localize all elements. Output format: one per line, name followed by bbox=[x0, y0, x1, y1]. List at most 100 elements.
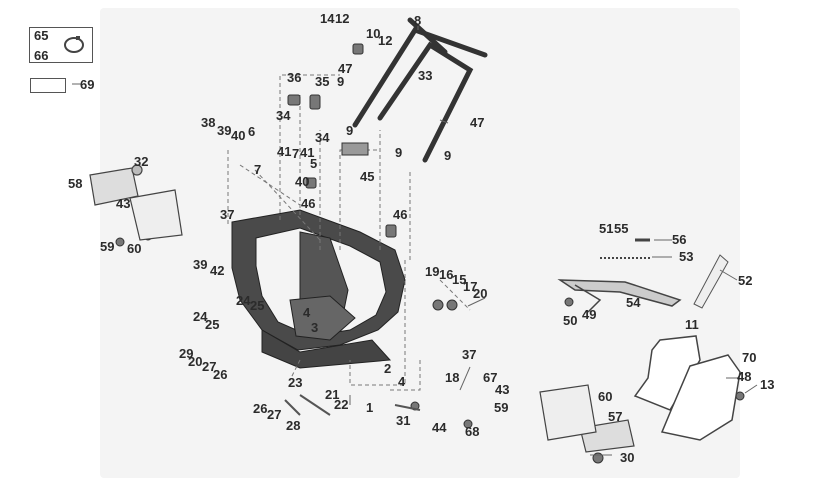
callout: 9 bbox=[337, 74, 345, 89]
callout: 28 bbox=[286, 418, 301, 433]
callout: 6 bbox=[248, 124, 256, 139]
callout: 9 bbox=[444, 148, 452, 163]
callout: 50 bbox=[563, 313, 578, 328]
callout: 46 bbox=[301, 196, 316, 211]
diagram-background bbox=[100, 8, 740, 478]
callout: 13 bbox=[760, 377, 775, 392]
callout: 42 bbox=[210, 263, 225, 278]
callout: 26 bbox=[213, 367, 228, 382]
clamp-icon bbox=[64, 36, 84, 53]
callout: 45 bbox=[360, 169, 375, 184]
bottom-bolts bbox=[284, 394, 421, 416]
callout: 14 bbox=[320, 11, 335, 26]
callout: 57 bbox=[608, 409, 623, 424]
callout: 12 bbox=[335, 11, 350, 26]
callout: 30 bbox=[620, 450, 635, 465]
callout: 25 bbox=[250, 298, 265, 313]
callout: 41 bbox=[277, 144, 292, 159]
rear-subframe-drawing bbox=[352, 17, 488, 163]
legend-callout-66: 66 bbox=[34, 48, 49, 63]
callout: 32 bbox=[134, 154, 149, 169]
callout: 51 bbox=[599, 221, 614, 236]
callout: 24 bbox=[193, 309, 208, 324]
callout: 43 bbox=[116, 196, 131, 211]
callout: 46 bbox=[393, 207, 408, 222]
legend-callout-69: 69 bbox=[80, 77, 95, 92]
callout: 38 bbox=[201, 115, 216, 130]
legend-box-clamp bbox=[29, 27, 93, 63]
callout: 58 bbox=[68, 176, 83, 191]
callout: 49 bbox=[582, 307, 597, 322]
callout: 7 bbox=[254, 162, 262, 177]
callout: 37 bbox=[462, 347, 477, 362]
callout: 39 bbox=[193, 257, 208, 272]
callout: 18 bbox=[445, 370, 460, 385]
callout: 68 bbox=[465, 424, 480, 439]
callout: 24 bbox=[236, 293, 251, 308]
callout: 43 bbox=[495, 382, 510, 397]
callout: 67 bbox=[483, 370, 498, 385]
callout: 35 bbox=[315, 74, 330, 89]
callout: 9 bbox=[395, 145, 403, 160]
callout: 17 bbox=[463, 279, 478, 294]
callout: 20 bbox=[473, 286, 488, 301]
side-stand-drawing bbox=[557, 238, 682, 313]
callout: 53 bbox=[679, 249, 694, 264]
callout: 3 bbox=[311, 320, 319, 335]
callout: 25 bbox=[205, 317, 220, 332]
side-panel-11-drawing bbox=[633, 335, 701, 411]
callout: 40 bbox=[231, 128, 246, 143]
callout: 4 bbox=[398, 374, 406, 389]
callout: 5 bbox=[310, 156, 318, 171]
callout: 27 bbox=[202, 359, 217, 374]
callout: 52 bbox=[738, 273, 753, 288]
callout: 10 bbox=[366, 26, 381, 41]
callout: 37 bbox=[220, 207, 235, 222]
callout: 16 bbox=[439, 267, 454, 282]
leader-lines bbox=[72, 26, 758, 456]
left-footpeg-drawing bbox=[89, 164, 183, 241]
callout: 47 bbox=[470, 115, 485, 130]
callout: 20 bbox=[188, 354, 203, 369]
legend-box-label bbox=[30, 78, 66, 93]
callout: 15 bbox=[452, 272, 467, 287]
strap-drawing bbox=[693, 254, 729, 309]
callout: 2 bbox=[384, 361, 392, 376]
callout: 54 bbox=[626, 295, 641, 310]
callout: 33 bbox=[418, 68, 433, 83]
callout: 22 bbox=[334, 397, 349, 412]
callout: 59 bbox=[100, 239, 115, 254]
callout: 47 bbox=[338, 61, 353, 76]
callout: 39 bbox=[217, 123, 232, 138]
callout: 7 bbox=[292, 146, 300, 161]
main-frame-drawing bbox=[231, 209, 406, 369]
right-footpeg-drawing bbox=[539, 384, 635, 453]
callout: 59 bbox=[494, 400, 509, 415]
callout: 70 bbox=[742, 350, 757, 365]
callout: 9 bbox=[346, 123, 354, 138]
callout: 1 bbox=[366, 400, 374, 415]
callout: 21 bbox=[325, 387, 340, 402]
callout: 19 bbox=[425, 264, 440, 279]
callout: 31 bbox=[396, 413, 411, 428]
callout: 34 bbox=[276, 108, 291, 123]
callout: 23 bbox=[288, 375, 303, 390]
callout: 56 bbox=[672, 232, 687, 247]
callout: 60 bbox=[598, 389, 613, 404]
callout: 26 bbox=[253, 401, 268, 416]
callout: 55 bbox=[614, 221, 629, 236]
callout: 34 bbox=[315, 130, 330, 145]
callout: 44 bbox=[432, 420, 447, 435]
callout: 12 bbox=[378, 33, 393, 48]
callout: 11 bbox=[685, 317, 699, 332]
callout: 4 bbox=[303, 305, 311, 320]
callout: 48 bbox=[737, 369, 752, 384]
callout: 60 bbox=[127, 241, 142, 256]
callout: 8 bbox=[414, 13, 422, 28]
callout: 27 bbox=[267, 407, 282, 422]
small-parts bbox=[115, 43, 745, 464]
side-panel-70-drawing bbox=[660, 354, 741, 441]
callout: 40 bbox=[295, 174, 310, 189]
